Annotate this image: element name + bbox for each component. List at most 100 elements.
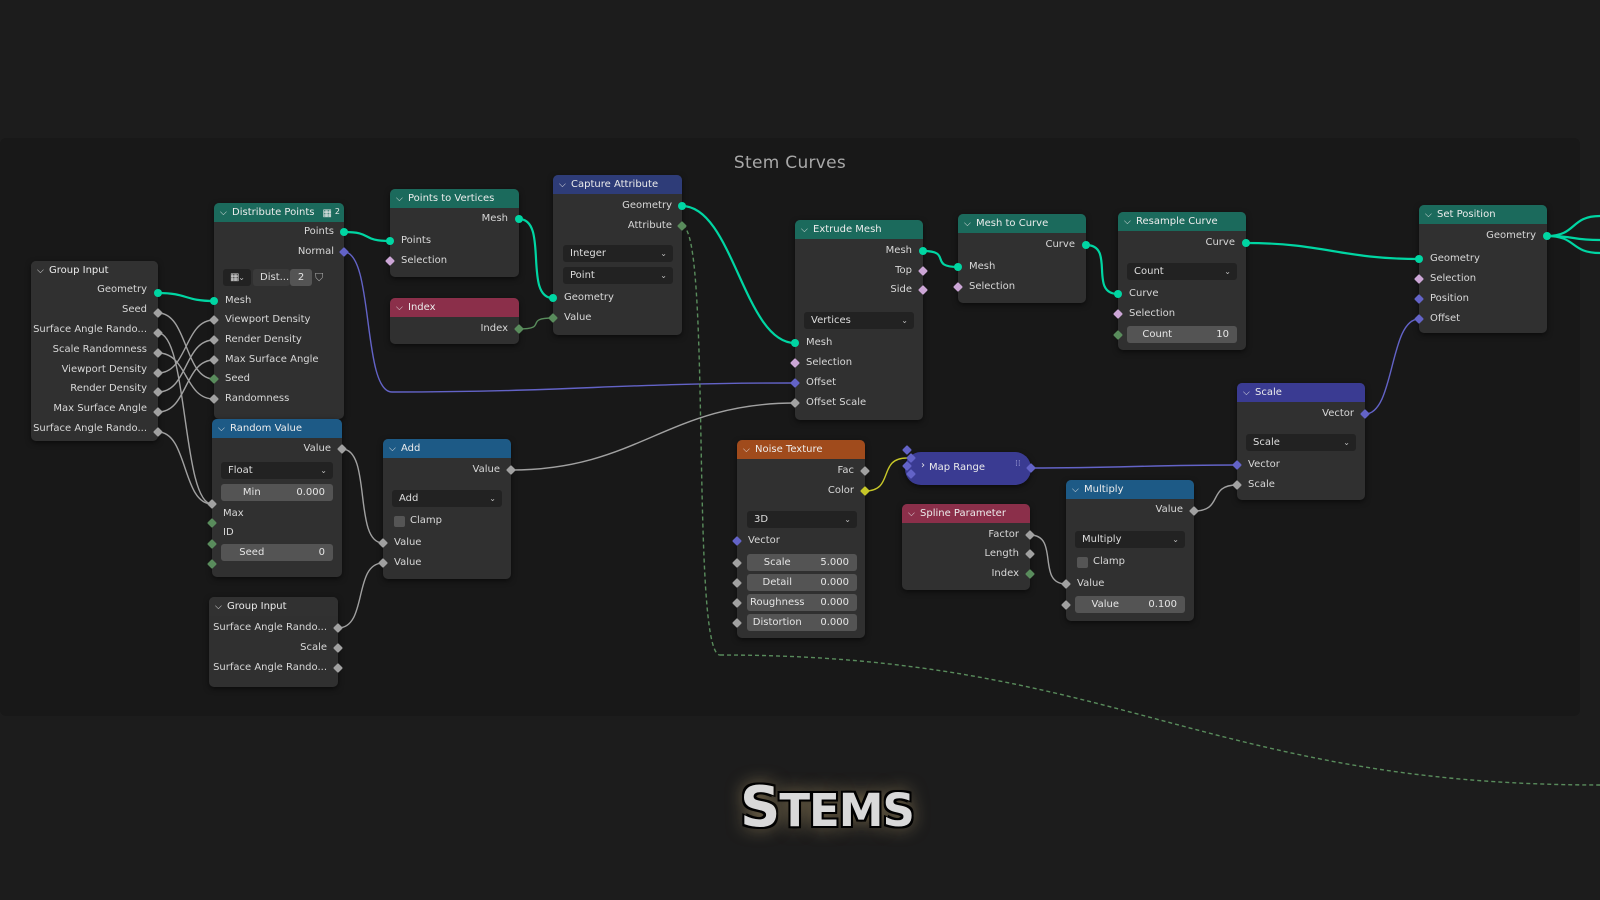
chevron-down-icon[interactable]: ⌵: [396, 303, 403, 313]
socket[interactable]: [207, 539, 217, 549]
socket[interactable]: [1113, 330, 1123, 340]
fake-user-shield-icon[interactable]: ⛉: [315, 271, 324, 284]
operation-dropdown[interactable]: Add⌄: [392, 490, 502, 507]
socket[interactable]: [207, 518, 217, 528]
chevron-down-icon[interactable]: ⌵: [964, 219, 971, 229]
socket[interactable]: [1242, 239, 1250, 247]
socket[interactable]: [732, 536, 742, 546]
socket[interactable]: [790, 358, 800, 368]
node-header[interactable]: ⌵Index: [390, 298, 519, 317]
socket[interactable]: [153, 387, 163, 397]
socket[interactable]: [1415, 255, 1423, 263]
node-header[interactable]: ⌵Mesh to Curve: [958, 214, 1086, 233]
socket[interactable]: [333, 643, 343, 653]
multiply-node[interactable]: ⌵Multiply Value Multiply⌄ Clamp Value Va…: [1066, 480, 1194, 621]
socket[interactable]: [906, 469, 916, 479]
operation-dropdown[interactable]: Multiply⌄: [1075, 531, 1185, 548]
socket[interactable]: [732, 618, 742, 628]
chevron-down-icon[interactable]: ⌵: [37, 266, 44, 276]
mode-dropdown[interactable]: Count⌄: [1127, 263, 1237, 280]
chevron-down-icon[interactable]: ⌵: [559, 180, 566, 190]
node-header[interactable]: ⌵Multiply: [1066, 480, 1194, 499]
socket[interactable]: [1232, 480, 1242, 490]
socket[interactable]: [209, 394, 219, 404]
node-header[interactable]: ⌵Add: [383, 439, 511, 458]
scale-node[interactable]: ⌵Scale Vector Scale⌄ Vector Scale: [1237, 383, 1365, 500]
socket[interactable]: [953, 282, 963, 292]
socket[interactable]: [732, 578, 742, 588]
socket[interactable]: [210, 297, 218, 305]
mesh-to-curve-node[interactable]: ⌵Mesh to Curve Curve Mesh Selection: [958, 214, 1086, 303]
socket[interactable]: [1061, 579, 1071, 589]
socket[interactable]: [677, 221, 687, 231]
chevron-down-icon[interactable]: ⌵: [396, 194, 403, 204]
set-position-node[interactable]: ⌵Set Position Geometry Geometry Selectio…: [1419, 205, 1547, 333]
clamp-checkbox[interactable]: [1077, 557, 1088, 568]
socket[interactable]: [1026, 463, 1036, 473]
socket[interactable]: [1543, 232, 1551, 240]
chevron-down-icon[interactable]: ⌵: [1072, 485, 1079, 495]
mode-dropdown[interactable]: Vertices⌄: [804, 312, 914, 329]
distribute-mode-dropdown[interactable]: Dist...: [253, 269, 290, 286]
socket[interactable]: [385, 256, 395, 266]
socket[interactable]: [1082, 241, 1090, 249]
socket[interactable]: [732, 558, 742, 568]
socket[interactable]: [860, 466, 870, 476]
group-input-node-2[interactable]: ⌵Group Input Surface Angle Rando... Scal…: [209, 597, 338, 687]
socket[interactable]: [337, 444, 347, 454]
group-input-node[interactable]: ⌵Group Input Geometry Seed Surface Angle…: [31, 261, 158, 441]
index-node[interactable]: ⌵Index Index: [390, 298, 519, 344]
node-header[interactable]: ⌵Spline Parameter: [902, 504, 1030, 523]
drag-handle-icon[interactable]: ⁞⁞: [1015, 459, 1021, 469]
spline-parameter-node[interactable]: ⌵Spline Parameter Factor Length Index: [902, 504, 1030, 590]
socket[interactable]: [732, 598, 742, 608]
socket[interactable]: [153, 368, 163, 378]
socket[interactable]: [1025, 569, 1035, 579]
node-header[interactable]: ⌵Capture Attribute: [553, 175, 682, 194]
chevron-down-icon[interactable]: ⌵: [1124, 217, 1131, 227]
socket[interactable]: [209, 335, 219, 345]
chevron-down-icon[interactable]: ⌵: [743, 445, 750, 455]
socket[interactable]: [153, 407, 163, 417]
socket[interactable]: [515, 215, 523, 223]
socket[interactable]: [1414, 314, 1424, 324]
chevron-down-icon[interactable]: ⌵: [389, 444, 396, 454]
extrude-mesh-node[interactable]: ⌵Extrude Mesh Mesh Top Side Vertices⌄ Me…: [795, 220, 923, 420]
user-count-field[interactable]: 2: [290, 269, 312, 286]
socket[interactable]: [791, 339, 799, 347]
map-range-node[interactable]: › Map Range ⁞⁞: [905, 452, 1031, 485]
node-header[interactable]: ⌵Extrude Mesh: [795, 220, 923, 239]
chevron-down-icon[interactable]: ⌵: [215, 602, 222, 612]
socket[interactable]: [207, 559, 217, 569]
socket[interactable]: [1025, 549, 1035, 559]
socket[interactable]: [153, 427, 163, 437]
socket[interactable]: [954, 263, 962, 271]
socket[interactable]: [790, 378, 800, 388]
domain-dropdown[interactable]: Point⌄: [563, 267, 673, 284]
socket[interactable]: [1414, 294, 1424, 304]
points-to-vertices-node[interactable]: ⌵Points to Vertices Mesh Points Selectio…: [390, 189, 519, 277]
socket[interactable]: [1189, 506, 1199, 516]
chevron-down-icon[interactable]: ⌵: [1425, 210, 1432, 220]
socket[interactable]: [1113, 309, 1123, 319]
socket[interactable]: [209, 374, 219, 384]
chevron-down-icon[interactable]: ⌵: [801, 225, 808, 235]
node-header[interactable]: ⌵Resample Curve: [1118, 212, 1246, 231]
socket[interactable]: [506, 465, 516, 475]
socket[interactable]: [919, 247, 927, 255]
socket[interactable]: [378, 558, 388, 568]
socket[interactable]: [333, 623, 343, 633]
socket[interactable]: [548, 313, 558, 323]
socket[interactable]: [153, 328, 163, 338]
socket[interactable]: [378, 538, 388, 548]
chevron-down-icon[interactable]: ⌵: [1243, 388, 1250, 398]
node-header[interactable]: ⌵Group Input: [209, 597, 338, 616]
data-type-dropdown[interactable]: Float⌄: [221, 462, 333, 479]
socket[interactable]: [153, 348, 163, 358]
socket[interactable]: [514, 324, 524, 334]
socket[interactable]: [1114, 290, 1122, 298]
